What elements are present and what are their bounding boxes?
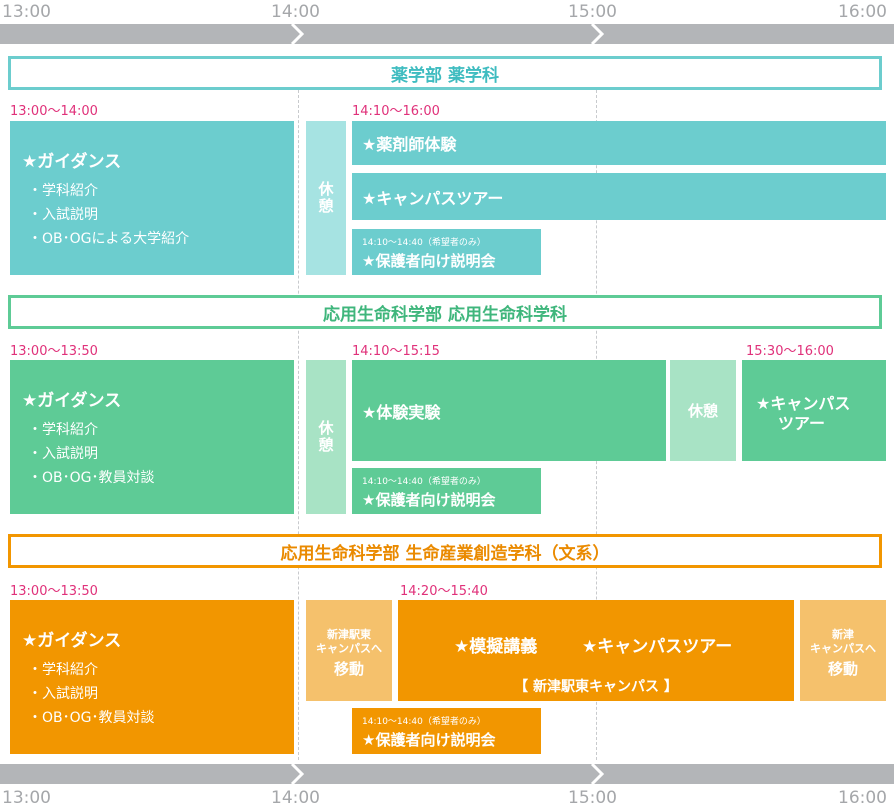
parent-session-block: 14:10〜14:40（希望者のみ） ★保護者向け説明会: [352, 708, 541, 754]
guidance-item: ・OB･OG･教員対談: [28, 470, 155, 486]
move-label-line3: 移動: [333, 660, 364, 678]
break-label: 休憩: [316, 420, 335, 454]
hour-gridline-1400: [298, 90, 299, 760]
guidance-item: ・入試説明: [28, 207, 98, 223]
guidance-item: ・入試説明: [28, 686, 98, 702]
chevron-right-icon: [590, 764, 605, 784]
break-block-2: 休憩: [670, 360, 736, 461]
time-label-1600-top: 16:00: [838, 2, 887, 22]
guidance-time: 13:00〜14:00: [10, 104, 98, 119]
parent-session-block: 14:10〜14:40（希望者のみ） ★保護者向け説明会: [352, 229, 541, 275]
tour-time: 15:30〜16:00: [746, 344, 834, 359]
time-label-1300-bottom: 13:00: [2, 788, 51, 808]
activity-time: 14:10〜15:15: [352, 344, 440, 359]
parent-session-time: 14:10〜14:40（希望者のみ）: [362, 477, 486, 487]
time-label-1500-top: 15:00: [568, 2, 617, 22]
guidance-title: ★ガイダンス: [22, 391, 122, 411]
parent-session-time: 14:10〜14:40（希望者のみ）: [362, 238, 486, 248]
guidance-block: ★ガイダンス ・学科紹介 ・入試説明 ・OB･OG･教員対談: [10, 600, 294, 754]
section-title-applied-life-science: 応用生命科学部 応用生命科学科: [8, 295, 882, 329]
activity-campus-tour: ★キャンパスツアー: [582, 637, 733, 657]
time-label-1600-bottom: 16:00: [838, 788, 887, 808]
break-block: 休憩: [306, 360, 346, 514]
activity-block-pharmacist: ★薬剤師体験: [352, 121, 886, 165]
time-label-1400-bottom: 14:00: [271, 788, 320, 808]
time-label-1400-top: 14:00: [271, 2, 320, 22]
chevron-right-icon: [290, 24, 305, 44]
chevron-right-icon: [590, 24, 605, 44]
timeline-bar-top: [0, 24, 894, 44]
tour-label-line1: ★キャンパス: [756, 394, 851, 413]
move-label-line3: 移動: [827, 660, 858, 678]
campus-tour-block: ★キャンパス ツアー: [742, 360, 886, 461]
guidance-items: ・学科紹介 ・入試説明 ・OB･OG･教員対談: [28, 418, 155, 490]
parent-session-title: ★保護者向け説明会: [362, 252, 496, 270]
guidance-time: 13:00〜13:50: [10, 584, 98, 599]
parent-session-title: ★保護者向け説明会: [362, 731, 496, 749]
guidance-item: ・学科紹介: [28, 422, 98, 438]
break-block: 休憩: [306, 121, 346, 275]
activity-block-experiment: ★体験実験: [352, 360, 666, 461]
parent-session-title: ★保護者向け説明会: [362, 491, 496, 509]
guidance-item: ・OB･OGによる大学紹介: [28, 231, 190, 247]
guidance-item: ・学科紹介: [28, 662, 98, 678]
move-label-line2: キャンパスへ: [810, 642, 876, 655]
activity-mock-lecture: ★模擬講義: [454, 637, 538, 657]
guidance-item: ・OB･OG･教員対談: [28, 710, 155, 726]
activity-place: 【 新津駅東キャンパス 】: [514, 679, 678, 695]
activity-block-lecture-tour: ★模擬講義 ★キャンパスツアー 【 新津駅東キャンパス 】: [398, 600, 794, 701]
guidance-item: ・学科紹介: [28, 183, 98, 199]
guidance-title: ★ガイダンス: [22, 152, 122, 172]
guidance-block: ★ガイダンス ・学科紹介 ・入試説明 ・OB･OGによる大学紹介: [10, 121, 294, 275]
section-title-pharmacy: 薬学部 薬学科: [8, 56, 882, 90]
move-label-line1: 新津駅東: [327, 628, 371, 641]
section-title-life-industry: 応用生命科学部 生命産業創造学科（文系）: [8, 534, 882, 568]
move-block-to-niitsu: 新津 キャンパスへ 移動: [800, 600, 886, 701]
activity-block-campus-tour: ★キャンパスツアー: [352, 173, 886, 220]
break-label: 休憩: [316, 181, 335, 215]
activity-time: 14:10〜16:00: [352, 104, 440, 119]
guidance-title: ★ガイダンス: [22, 631, 122, 651]
guidance-items: ・学科紹介 ・入試説明 ・OB･OG･教員対談: [28, 658, 155, 730]
time-label-1500-bottom: 15:00: [568, 788, 617, 808]
activity-time: 14:20〜15:40: [400, 584, 488, 599]
parent-session-block: 14:10〜14:40（希望者のみ） ★保護者向け説明会: [352, 468, 541, 514]
parent-session-time: 14:10〜14:40（希望者のみ）: [362, 717, 486, 727]
move-label-line1: 新津: [832, 628, 854, 641]
guidance-item: ・入試説明: [28, 446, 98, 462]
chevron-right-icon: [290, 764, 305, 784]
time-label-1300-top: 13:00: [2, 2, 51, 22]
move-label-line2: キャンパスへ: [316, 642, 382, 655]
guidance-block: ★ガイダンス ・学科紹介 ・入試説明 ・OB･OG･教員対談: [10, 360, 294, 514]
guidance-time: 13:00〜13:50: [10, 344, 98, 359]
tour-label-line2: ツアー: [778, 414, 826, 433]
guidance-items: ・学科紹介 ・入試説明 ・OB･OGによる大学紹介: [28, 179, 189, 251]
move-block-to-niitsu-east: 新津駅東 キャンパスへ 移動: [306, 600, 392, 701]
timeline-bar-bottom: [0, 764, 894, 784]
